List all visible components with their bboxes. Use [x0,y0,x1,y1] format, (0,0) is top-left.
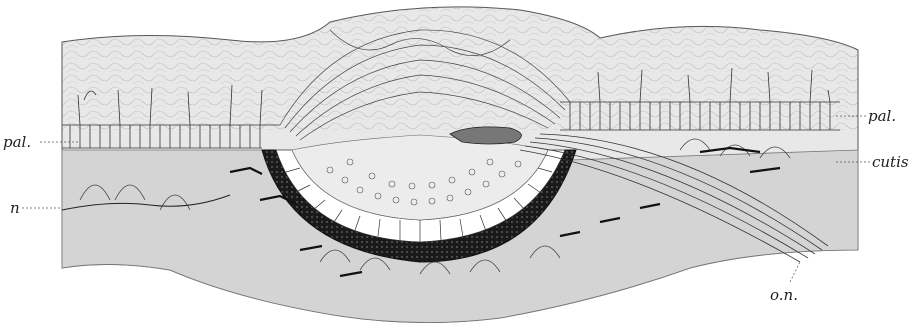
label-cutis: cutis [872,153,909,171]
upper-cell-texture [62,7,858,130]
label-optic-nerve: o.n. [770,286,798,304]
label-pal-right: pal. [868,107,896,125]
label-n: n [10,199,20,217]
label-pal-left: pal. [3,133,31,151]
